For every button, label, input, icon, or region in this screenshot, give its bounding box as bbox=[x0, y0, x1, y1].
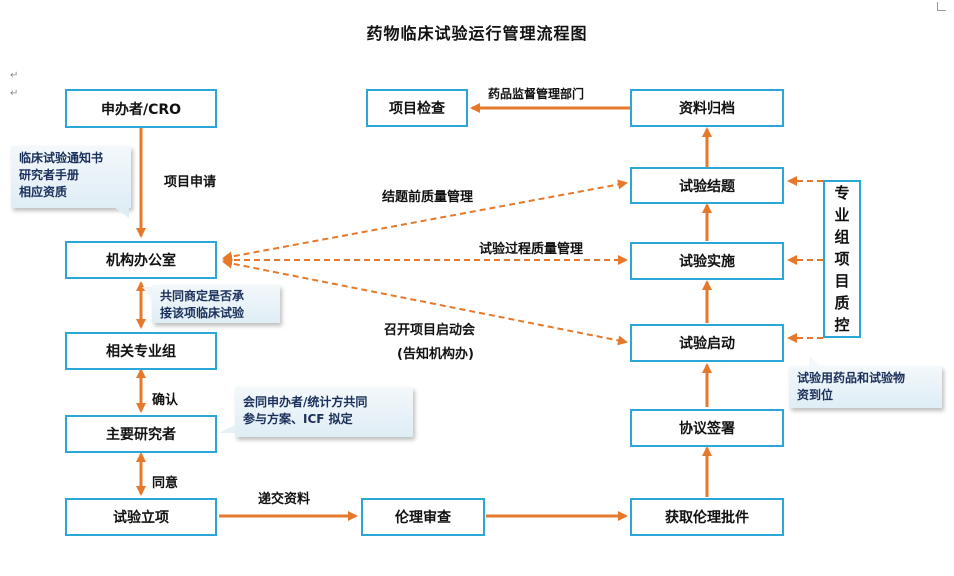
box-trial-start: 试验启动 bbox=[630, 324, 784, 362]
box-trial-implementation: 试验实施 bbox=[630, 242, 784, 280]
note-line: 研究者手册 bbox=[19, 168, 80, 182]
dashed-office-closure bbox=[222, 179, 628, 262]
label-process-qc: 试验过程质量管理 bbox=[479, 242, 584, 257]
label-inform-institution: (告知机构办) bbox=[397, 347, 474, 362]
qc-char: 质 bbox=[834, 294, 850, 312]
note-line: 接该项临床试验 bbox=[160, 306, 245, 320]
qc-char: 控 bbox=[834, 316, 850, 334]
box-project-inspection: 项目检查 bbox=[366, 89, 468, 127]
label-pre-closure-qc: 结题前质量管理 bbox=[382, 190, 474, 205]
note-line: 会同申办者/统计方共同 bbox=[243, 395, 368, 409]
dashed-office-start bbox=[222, 258, 628, 346]
note-line: 相应资质 bbox=[19, 185, 68, 199]
label-drug-authority: 药品监督管理部门 bbox=[488, 87, 585, 101]
box-ethics-approval: 获取伦理批件 bbox=[630, 498, 784, 536]
label-confirm: 确认 bbox=[152, 393, 179, 408]
note-tail bbox=[142, 287, 152, 299]
qc-char: 业 bbox=[834, 206, 850, 224]
note-line: 试验用药品和试验物 bbox=[797, 371, 906, 385]
label-submit-docs: 递交资料 bbox=[258, 492, 311, 507]
box-trial-closure: 试验结题 bbox=[630, 167, 784, 204]
note-drugs-ready: 试验用药品和试验物 资到位 bbox=[789, 356, 942, 408]
label-project-application: 项目申请 bbox=[164, 175, 217, 190]
qc-char: 组 bbox=[834, 228, 850, 246]
box-principal-investigator: 主要研究者 bbox=[65, 415, 217, 453]
qc-char: 专 bbox=[834, 184, 850, 202]
box-ethics-review: 伦理审查 bbox=[361, 498, 485, 536]
label-agree: 同意 bbox=[152, 476, 179, 491]
note-protocol: 会同申办者/统计方共同 参与方案、ICF 拟定 bbox=[219, 387, 413, 437]
label-kickoff-meeting: 召开项目启动会 bbox=[384, 323, 476, 338]
note-negotiate: 共同商定是否承 接该项临床试验 bbox=[142, 285, 280, 323]
box-specialty-group: 相关专业组 bbox=[65, 332, 217, 370]
page-corner-mark bbox=[937, 2, 946, 11]
box-archiving: 资料归档 bbox=[630, 89, 784, 127]
note-line: 参与方案、ICF 拟定 bbox=[243, 412, 353, 426]
note-required-documents: 临床试验通知书 研究者手册 相应资质 bbox=[11, 146, 131, 218]
qc-char: 目 bbox=[834, 272, 850, 290]
qc-char: 项 bbox=[834, 250, 850, 268]
box-project-approval: 试验立项 bbox=[65, 498, 217, 536]
paragraph-mark-icon: ↵ bbox=[10, 70, 19, 81]
paragraph-mark-icon: ↵ bbox=[10, 88, 19, 99]
box-specialty-qc: 专 业 组 项 目 质 控 bbox=[823, 180, 861, 338]
note-line: 共同商定是否承 bbox=[160, 289, 245, 303]
note-line: 资到位 bbox=[797, 388, 834, 402]
box-institution-office: 机构办公室 bbox=[65, 241, 217, 279]
box-sponsor: 申办者/CRO bbox=[65, 89, 217, 128]
note-tail bbox=[219, 425, 235, 433]
box-agreement-signing: 协议签署 bbox=[630, 409, 784, 447]
note-line: 临床试验通知书 bbox=[19, 151, 104, 165]
note-tail bbox=[115, 208, 129, 218]
page-title: 药物临床试验运行管理流程图 bbox=[366, 24, 588, 43]
note-tail bbox=[809, 356, 821, 366]
